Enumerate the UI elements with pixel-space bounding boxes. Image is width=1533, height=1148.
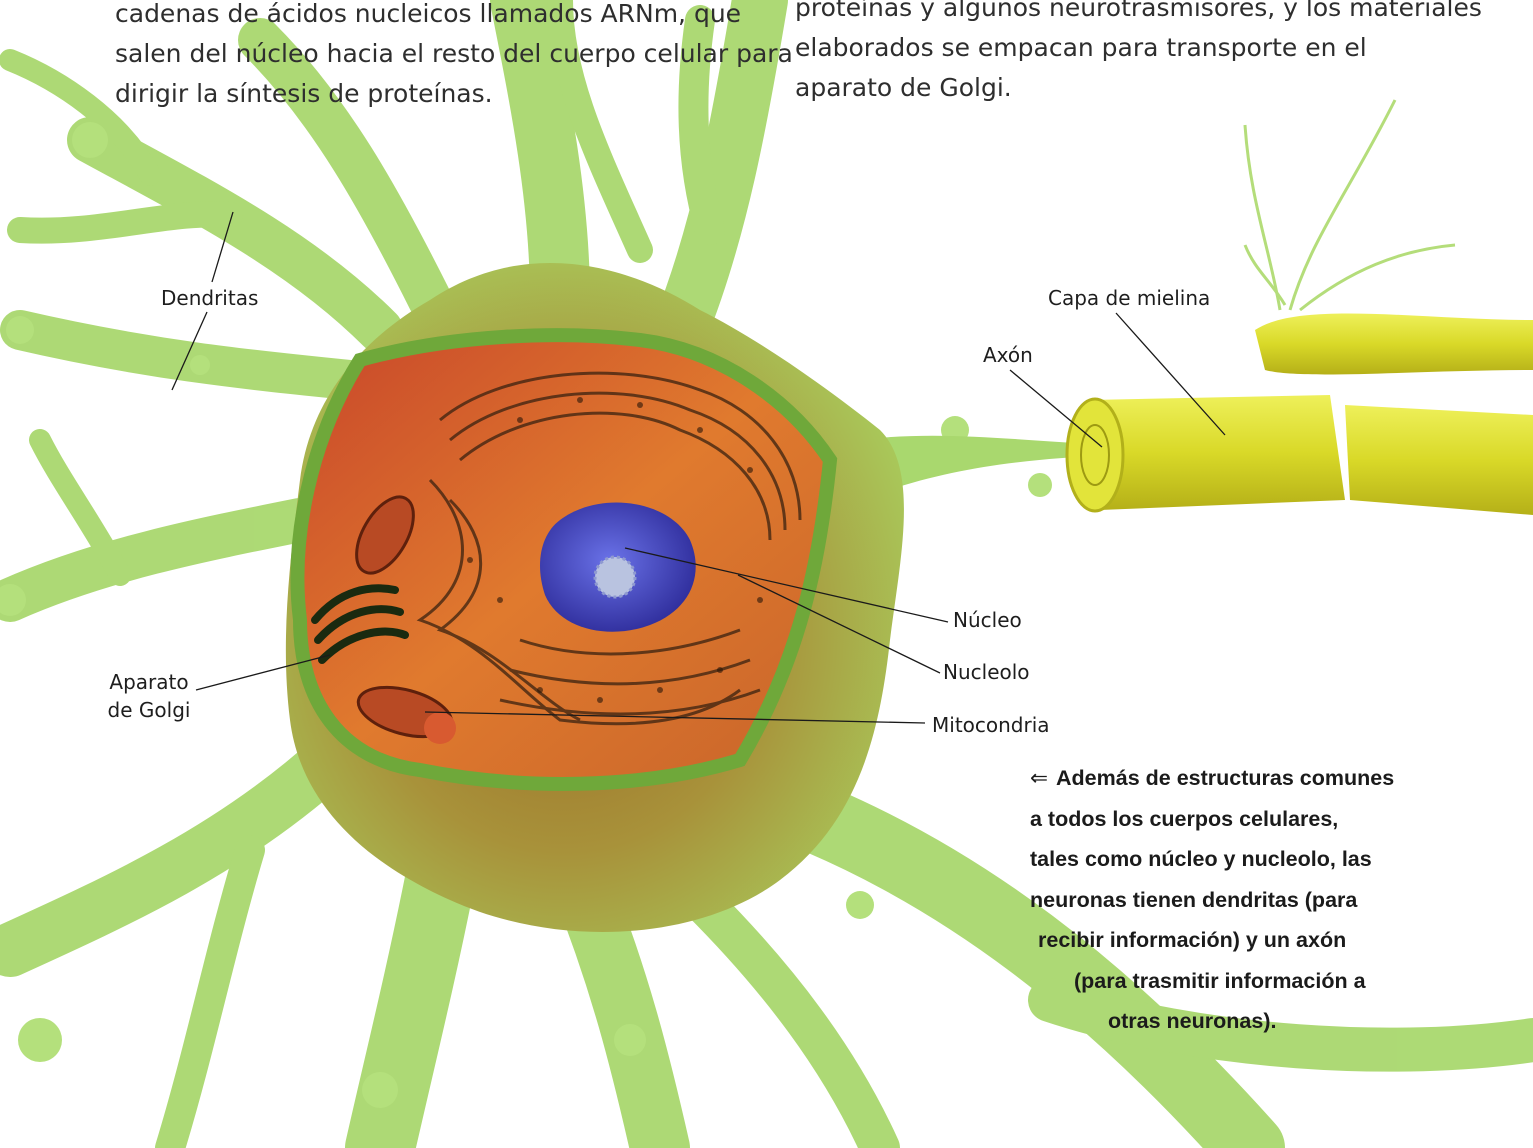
label-mitocondria: Mitocondria	[932, 711, 1050, 739]
body-text-line: cadenas de ácidos nucleicos llamados ARN…	[115, 0, 793, 34]
caption-line: recibir información) y un axón	[1010, 920, 1450, 961]
body-text-line: aparato de Golgi.	[795, 68, 1482, 108]
body-text-right: proteínas y algunos neurotrasmisores, y …	[795, 0, 1482, 108]
label-aparato-de-golgi: Aparato de Golgi	[106, 668, 192, 724]
label-axon: Axón	[983, 341, 1033, 369]
label-line: Aparato	[106, 668, 192, 696]
label-dendritas: Dendritas	[161, 284, 258, 312]
body-text-line: elaborados se empacan para transporte en…	[795, 28, 1482, 68]
vesicle	[424, 712, 456, 744]
caption-line: tales como núcleo y nucleolo, las	[1010, 839, 1450, 880]
label-nucleolo: Nucleolo	[943, 658, 1030, 686]
caption-line: otras neuronas).	[1010, 1001, 1450, 1042]
label-capa-de-mielina: Capa de mielina	[1048, 284, 1210, 312]
label-nucleo: Núcleo	[953, 606, 1022, 634]
caption-text: Además de estructuras comunes	[1056, 766, 1394, 790]
left-arrow-icon: ⇐	[1030, 766, 1048, 790]
body-text-line: proteínas y algunos neurotrasmisores, y …	[795, 0, 1482, 28]
label-line: de Golgi	[106, 696, 192, 724]
myelin-sheath	[1067, 313, 1533, 515]
nucleolus	[595, 557, 635, 597]
caption-line: neuronas tienen dendritas (para	[1010, 880, 1450, 921]
body-text-line: dirigir la síntesis de proteínas.	[115, 74, 793, 114]
caption-line: a todos los cuerpos celulares,	[1010, 799, 1450, 840]
body-text-line: salen del núcleo hacia el resto del cuer…	[115, 34, 793, 74]
axon-terminals	[1245, 100, 1455, 310]
caption: ⇐ Además de estructuras comunes a todos l…	[1010, 758, 1450, 1042]
caption-line: ⇐ Además de estructuras comunes	[1010, 758, 1450, 799]
body-text-left: cadenas de ácidos nucleicos llamados ARN…	[115, 0, 793, 114]
caption-line: (para trasmitir información a	[1010, 961, 1450, 1002]
